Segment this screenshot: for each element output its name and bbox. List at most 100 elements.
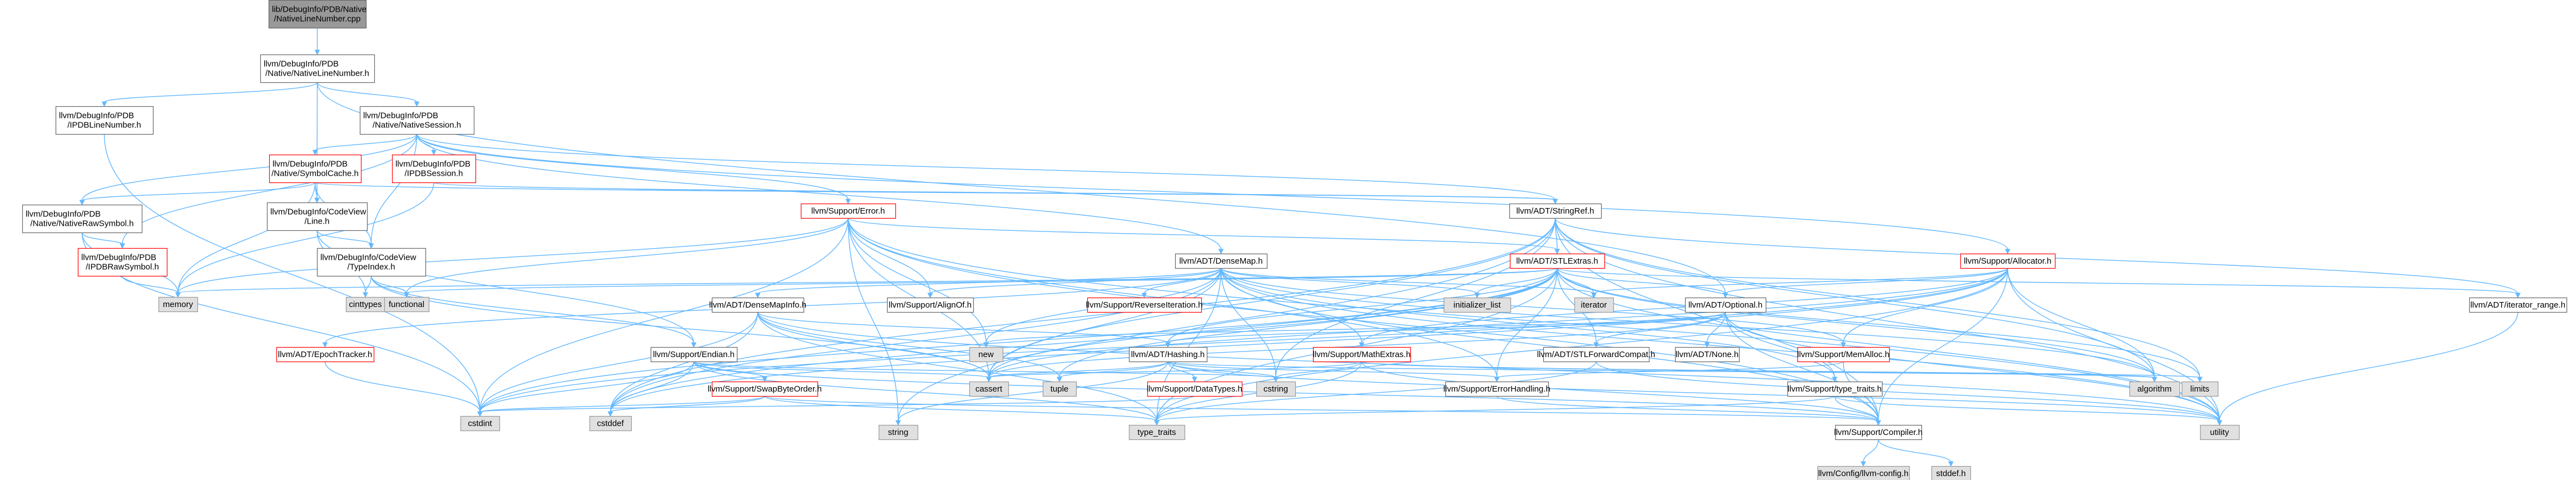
edge-ipdbln-to-cstdint xyxy=(103,133,480,413)
node-box xyxy=(878,424,919,441)
edge-mathextras-to-algorithm xyxy=(1361,361,2155,378)
node-label-line: llvm/Support/MathExtras.h xyxy=(1313,350,1411,359)
node-none[interactable]: llvm/ADT/None.h xyxy=(1675,347,1740,363)
node-box xyxy=(1960,253,2056,269)
node-label-line: /TypeIndex.h xyxy=(348,263,395,272)
node-box xyxy=(1685,297,1767,313)
node-mathextras[interactable]: llvm/Support/MathExtras.h xyxy=(1313,347,1411,363)
edge-epoch-to-cstdint xyxy=(324,361,480,413)
node-typeindex[interactable]: llvm/DebugInfo/CodeView/TypeIndex.h xyxy=(316,248,427,277)
node-box xyxy=(886,297,974,313)
node-nln_h[interactable]: llvm/DebugInfo/PDB/Native/NativeLineNumb… xyxy=(260,54,375,83)
node-label-line: cassert xyxy=(975,384,1003,394)
edge-arrowhead xyxy=(1474,293,1480,299)
node-epoch[interactable]: llvm/ADT/EpochTracker.h xyxy=(276,347,375,363)
edge-arrowhead xyxy=(175,292,181,298)
node-label-line: llvm/DebugInfo/PDB xyxy=(273,160,348,169)
node-box xyxy=(1509,203,1602,219)
edge-arrowhead xyxy=(1273,377,1279,383)
node-label-line: llvm/DebugInfo/PDB xyxy=(81,253,156,263)
edge-optional-to-new xyxy=(985,311,1726,344)
edge-iterrange-to-utility xyxy=(2219,311,2519,422)
edge-arrowhead xyxy=(986,377,992,383)
node-memalloc[interactable]: llvm/Support/MemAlloc.h xyxy=(1797,347,1890,363)
node-hashing[interactable]: llvm/ADT/Hashing.h xyxy=(1128,347,1208,363)
edge-arrowhead xyxy=(1141,293,1147,299)
edge-stlextras-to-cstddef xyxy=(610,268,1558,413)
edge-arrowhead xyxy=(2217,420,2222,426)
node-label-line: /Line.h xyxy=(304,217,329,226)
node-error[interactable]: llvm/Support/Error.h xyxy=(800,203,896,219)
node-stringref[interactable]: llvm/ADT/StringRef.h xyxy=(1509,203,1602,219)
node-label-line: utility xyxy=(2210,428,2230,437)
edge-densemap-to-iterator xyxy=(1220,268,1594,294)
node-typetraits[interactable]: llvm/Support/type_traits.h xyxy=(1787,381,1883,397)
node-label-line: llvm/Support/MemAlloc.h xyxy=(1797,350,1890,359)
node-box xyxy=(1042,381,1077,397)
edge-densemap-to-reverseiter xyxy=(1143,268,1222,294)
node-label-line: llvm/ADT/Optional.h xyxy=(1688,300,1762,310)
edge-arrowhead xyxy=(79,200,85,206)
edge-arrowhead xyxy=(895,420,901,426)
edge-error-to-new xyxy=(848,217,987,344)
node-cstdint: cstdint xyxy=(460,415,501,432)
edge-hashing-to-tuple xyxy=(1059,361,1168,378)
node-endian[interactable]: llvm/Support/Endian.h xyxy=(650,347,738,363)
edge-ipdbsession-to-stringref xyxy=(433,182,1556,200)
node-iterrange[interactable]: llvm/ADT/iterator_range.h xyxy=(2469,297,2568,313)
node-box xyxy=(650,347,738,363)
node-stlextras[interactable]: llvm/ADT/STLExtras.h xyxy=(1509,253,1606,269)
edge-stlextras-to-memory xyxy=(177,268,1558,294)
node-densemapinfo[interactable]: llvm/ADT/DenseMapInfo.h xyxy=(709,297,806,313)
edge-densemap-to-mathextras xyxy=(1220,268,1363,344)
node-compiler[interactable]: llvm/Support/Compiler.h xyxy=(1834,424,1923,441)
edge-arrowhead xyxy=(1552,199,1558,205)
edge-stlfwd-to-utility xyxy=(1596,361,2220,422)
edge-arrowhead xyxy=(404,292,409,298)
edge-arrowhead xyxy=(607,411,613,417)
node-label-line: llvm/DebugInfo/PDB xyxy=(26,210,101,219)
edge-swapbyte-to-cstdint xyxy=(479,395,765,413)
node-ipdbsession[interactable]: llvm/DebugInfo/PDB/IPDBSession.h xyxy=(392,154,477,184)
node-cvline[interactable]: llvm/DebugInfo/CodeView/Line.h xyxy=(266,202,368,231)
edge-stlextras-to-algorithm xyxy=(1557,268,2155,378)
node-ipdbraw[interactable]: llvm/DebugInfo/PDB/IPDBRawSymbol.h xyxy=(77,248,168,277)
node-datatypes[interactable]: llvm/Support/DataTypes.h xyxy=(1147,381,1243,397)
node-alignof[interactable]: llvm/Support/AlignOf.h xyxy=(886,297,974,313)
node-box xyxy=(392,154,477,184)
node-reverseiter[interactable]: llvm/Support/ReverseIteration.h xyxy=(1086,297,1203,313)
edge-optional-to-typetraits xyxy=(1725,311,1835,378)
edge-ipdbraw-to-memory xyxy=(122,275,179,294)
edge-arrowhead xyxy=(101,101,107,107)
edge-allocator-to-utility xyxy=(2007,268,2220,422)
node-nsession[interactable]: llvm/DebugInfo/PDB/Native/NativeSession.… xyxy=(359,106,475,135)
edge-allocator-to-memalloc xyxy=(1842,268,2008,344)
edge-densemapinfo-to-cstdint xyxy=(479,311,759,413)
node-root[interactable]: lib/DebugInfo/PDB/Native/NativeLineNumbe… xyxy=(268,0,367,29)
node-label-line: /Native/NativeSession.h xyxy=(373,121,461,130)
node-stlfwd[interactable]: llvm/ADT/STLForwardCompat.h xyxy=(1537,347,1656,363)
edge-nsession-to-typeindex xyxy=(370,133,418,245)
edge-arrowhead xyxy=(1875,420,1881,426)
edge-stlextras-to-optional xyxy=(1557,268,1726,294)
node-algorithm: algorithm xyxy=(2129,381,2181,397)
node-errhandling[interactable]: llvm/Support/ErrorHandling.h xyxy=(1443,381,1550,397)
node-nrawsym[interactable]: llvm/DebugInfo/PDB/Native/NativeRawSymbo… xyxy=(22,204,143,234)
node-allocator[interactable]: llvm/Support/Allocator.h xyxy=(1960,253,2056,269)
edge-optional-to-cassert xyxy=(988,311,1726,378)
edge-densemapinfo-to-utility xyxy=(757,311,2220,422)
edge-arrowhead xyxy=(2515,293,2521,299)
node-densemap[interactable]: llvm/ADT/DenseMap.h xyxy=(1175,253,1268,269)
edge-endian-to-cstdint xyxy=(479,361,695,413)
node-symcache[interactable]: llvm/DebugInfo/PDB/Native/SymbolCache.h xyxy=(269,154,362,184)
node-box xyxy=(260,54,375,83)
node-box xyxy=(1175,253,1268,269)
node-box xyxy=(266,202,368,231)
node-swapbyte[interactable]: llvm/Support/SwapByteOrder.h xyxy=(707,381,822,397)
node-label-line: llvm/ADT/None.h xyxy=(1676,350,1738,359)
node-ipdbln[interactable]: llvm/DebugInfo/PDB/IPDBLineNumber.h xyxy=(55,106,154,135)
node-box xyxy=(22,204,143,234)
node-label-line: memory xyxy=(163,300,194,309)
dependency-nodes: lib/DebugInfo/PDB/Native/NativeLineNumbe… xyxy=(22,0,2568,480)
node-optional[interactable]: llvm/ADT/Optional.h xyxy=(1685,297,1767,313)
